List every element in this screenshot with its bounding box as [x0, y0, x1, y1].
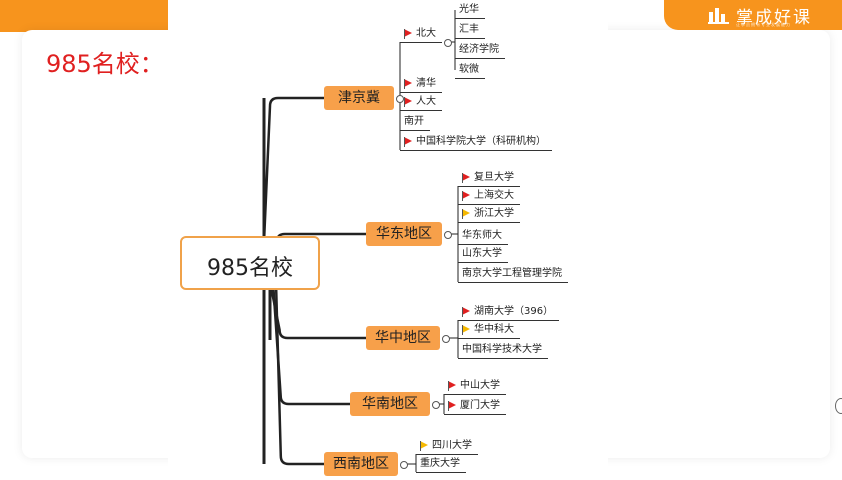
- school-node[interactable]: 人大: [400, 94, 442, 111]
- red-flag-icon: [404, 79, 412, 89]
- school-label: 复旦大学: [474, 172, 514, 183]
- school-label: 南开: [404, 116, 424, 127]
- school-node[interactable]: 复旦大学: [458, 170, 520, 187]
- school-node[interactable]: 中山大学: [444, 378, 506, 395]
- school-node[interactable]: 清华: [400, 76, 442, 93]
- region-node[interactable]: 华中地区: [366, 326, 440, 350]
- school-node[interactable]: 山东大学: [458, 246, 508, 263]
- school-node[interactable]: 南京大学工程管理学院: [458, 266, 568, 283]
- school-node[interactable]: 华中科大: [458, 322, 520, 339]
- school-label: 华中科大: [474, 324, 514, 335]
- branch-collapse-knob[interactable]: [396, 95, 404, 103]
- mind-map-root[interactable]: 985名校: [180, 236, 320, 290]
- red-flag-icon: [404, 97, 412, 107]
- brand-name: 掌成好课: [736, 8, 812, 28]
- school-node[interactable]: 上海交大: [458, 188, 520, 205]
- branch-collapse-knob[interactable]: [444, 231, 452, 239]
- school-label: 厦门大学: [460, 400, 500, 411]
- branch-collapse-knob[interactable]: [442, 335, 450, 343]
- trunk-branch: [274, 281, 324, 466]
- school-label: 人大: [416, 96, 436, 107]
- sub-school-node[interactable]: 软微: [455, 62, 485, 79]
- sub-school-node[interactable]: 经济学院: [455, 42, 505, 59]
- red-flag-icon: [462, 307, 470, 317]
- mind-map-root-label: 985名校: [207, 256, 293, 281]
- yellow-flag-icon: [462, 209, 470, 219]
- school-label: 上海交大: [474, 190, 514, 201]
- school-label: 四川大学: [432, 440, 472, 451]
- yellow-flag-icon: [462, 325, 470, 335]
- school-label: 湖南大学（396）: [474, 306, 554, 317]
- school-node[interactable]: 中国科学院大学（科研机构）: [400, 134, 552, 151]
- red-flag-icon: [462, 191, 470, 201]
- brand-slogan: 让学员拥有专业发展能力: [736, 22, 791, 27]
- branch-collapse-knob[interactable]: [400, 461, 408, 469]
- school-label: 南京大学工程管理学院: [462, 268, 562, 279]
- school-label: 北大: [416, 28, 436, 39]
- school-node[interactable]: 四川大学: [416, 438, 478, 455]
- mind-map: 985名校 津京冀 北大 光华汇丰经济学院软微清华人大南开中国科学院大学（科研机构）…: [168, 0, 608, 480]
- school-label: 浙江大学: [474, 208, 514, 219]
- region-node[interactable]: 津京冀: [324, 86, 394, 110]
- school-label: 山东大学: [462, 248, 502, 259]
- brand-header: 掌成好课 让学员拥有专业发展能力: [664, 0, 842, 30]
- red-flag-icon: [462, 173, 470, 183]
- sub-school-node[interactable]: 汇丰: [455, 22, 485, 39]
- school-node[interactable]: 浙江大学: [458, 206, 520, 223]
- red-flag-icon: [404, 29, 412, 39]
- branch-collapse-knob[interactable]: [444, 39, 452, 47]
- trunk-branch: [262, 96, 324, 243]
- school-node[interactable]: 中国科学技术大学: [458, 342, 548, 359]
- branch-collapse-knob[interactable]: [432, 401, 440, 409]
- school-label: 中国科学院大学（科研机构）: [416, 136, 546, 147]
- school-node[interactable]: 厦门大学: [444, 398, 506, 415]
- sub-school-node[interactable]: 光华: [455, 2, 485, 19]
- trunk-branch: [268, 281, 366, 340]
- school-label: 清华: [416, 78, 436, 89]
- school-label: 重庆大学: [420, 458, 460, 469]
- slide-title: 985名校：: [46, 50, 164, 78]
- school-node[interactable]: 华东师大: [458, 228, 508, 245]
- region-node[interactable]: 华东地区: [366, 222, 442, 246]
- region-node[interactable]: 华南地区: [350, 392, 430, 416]
- school-label: 中国科学技术大学: [462, 344, 542, 355]
- red-flag-icon: [448, 381, 456, 391]
- red-flag-icon: [404, 137, 412, 147]
- edge-arc-decoration: [835, 398, 842, 414]
- trunk-branch: [271, 281, 350, 406]
- school-node[interactable]: 北大: [400, 26, 442, 43]
- top-orange-bar: [0, 0, 170, 32]
- red-flag-icon: [448, 401, 456, 411]
- school-node[interactable]: 湖南大学（396）: [458, 304, 560, 321]
- bar-chart-logo-icon: [708, 8, 729, 24]
- school-label: 中山大学: [460, 380, 500, 391]
- school-node[interactable]: 南开: [400, 114, 430, 131]
- region-node[interactable]: 西南地区: [324, 452, 398, 476]
- school-label: 华东师大: [462, 230, 502, 241]
- yellow-flag-icon: [420, 441, 428, 451]
- school-node[interactable]: 重庆大学: [416, 456, 466, 473]
